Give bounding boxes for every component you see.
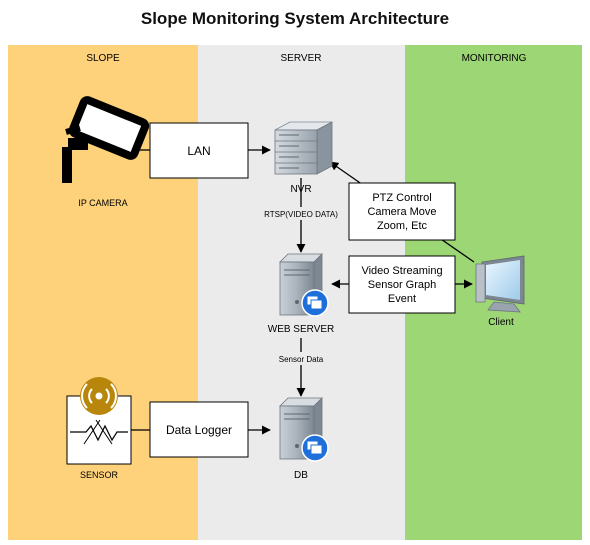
ptz-line-3: Zoom, Etc bbox=[377, 220, 428, 232]
diagram-title: Slope Monitoring System Architecture bbox=[141, 9, 449, 28]
sensor-icon bbox=[70, 377, 128, 445]
data-logger-box bbox=[149, 401, 249, 458]
tower-server-icon bbox=[279, 253, 323, 316]
nvr-label: NVR bbox=[290, 184, 311, 195]
overlay-badge-icon bbox=[301, 434, 329, 462]
ptz-line-2: Camera Move bbox=[367, 206, 436, 218]
lan-label: LAN bbox=[187, 144, 210, 158]
edge-label-rtsp: RTSP(VIDEO DATA) bbox=[264, 210, 338, 219]
lane-monitoring-label: MONITORING bbox=[462, 53, 527, 64]
db-label: DB bbox=[294, 470, 308, 481]
ptz-line-1: PTZ Control bbox=[372, 192, 431, 204]
client-label: Client bbox=[488, 317, 514, 328]
streaming-line-3: Event bbox=[388, 293, 416, 305]
sensor-label: SENSOR bbox=[80, 470, 119, 480]
edge-label-sensor-data: Sensor Data bbox=[279, 355, 324, 364]
streaming-line-1: Video Streaming bbox=[361, 265, 442, 277]
streaming-line-2: Sensor Graph bbox=[368, 279, 436, 291]
edge-label-bg bbox=[249, 207, 353, 220]
lane-server-label: SERVER bbox=[281, 53, 322, 64]
web-server-label: WEB SERVER bbox=[268, 324, 335, 335]
cctv-camera-icon bbox=[62, 96, 150, 183]
ptz-box bbox=[348, 182, 456, 241]
streaming-box bbox=[348, 255, 456, 314]
edge-label-bg bbox=[272, 352, 330, 365]
data-logger-label: Data Logger bbox=[166, 423, 232, 437]
desktop-monitor-icon bbox=[475, 255, 525, 313]
lan-box bbox=[149, 122, 249, 179]
ip-camera-label: IP CAMERA bbox=[78, 198, 127, 208]
lane-slope-label: SLOPE bbox=[86, 53, 120, 64]
overlay-badge-icon bbox=[301, 289, 329, 317]
rack-server-icon bbox=[274, 121, 333, 175]
